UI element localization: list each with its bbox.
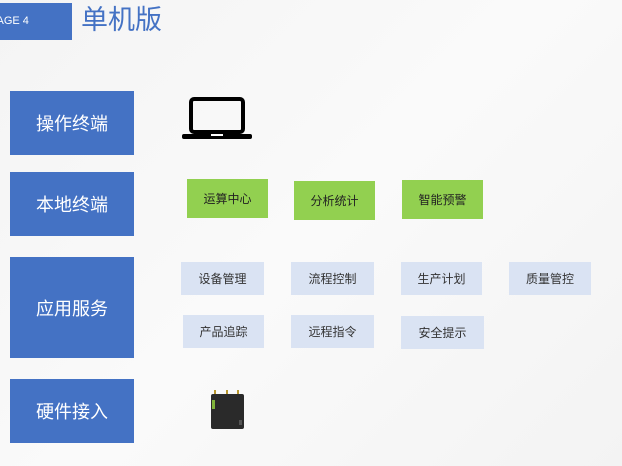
service-quality-control: 质量管控	[509, 262, 591, 295]
service-device-management: 设备管理	[181, 262, 264, 295]
module-smart-warning: 智能预警	[402, 180, 483, 219]
gateway-device-icon	[211, 390, 244, 429]
layer-application-services: 应用服务	[10, 257, 134, 358]
service-product-tracking: 产品追踪	[183, 315, 264, 348]
module-computing-center: 运算中心	[187, 179, 268, 218]
service-production-plan: 生产计划	[401, 262, 482, 295]
page-tag-label: PAGE 4	[0, 15, 29, 27]
layer-local-terminal: 本地终端	[10, 172, 134, 236]
layer-operation-terminal: 操作终端	[10, 91, 134, 155]
laptop-icon	[182, 97, 252, 139]
service-safety-alert: 安全提示	[401, 316, 484, 349]
module-analysis-statistics: 分析统计	[294, 181, 375, 220]
page-title: 单机版	[81, 5, 162, 36]
service-remote-command: 远程指令	[291, 315, 374, 348]
page-tag: PAGE 4	[0, 3, 72, 40]
layer-hardware-access: 硬件接入	[10, 379, 134, 443]
service-process-control: 流程控制	[291, 262, 374, 295]
